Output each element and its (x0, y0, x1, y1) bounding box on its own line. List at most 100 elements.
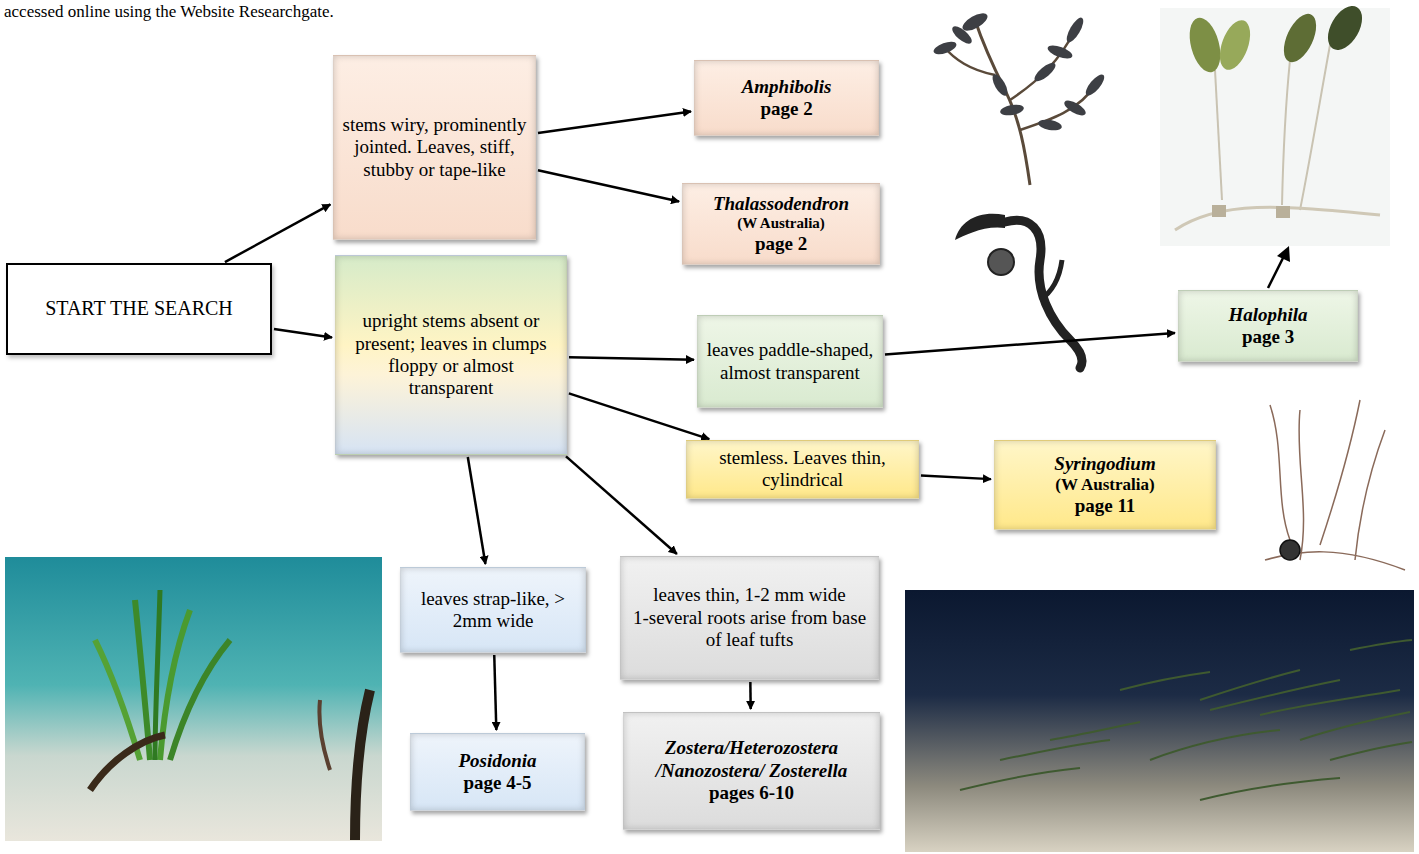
amphibolis-photo (932, 8, 1112, 186)
syringodium-photo (1250, 398, 1412, 586)
grass-blade (1210, 680, 1340, 710)
paddle-leaf (1184, 14, 1226, 75)
flow-arrow (569, 393, 709, 439)
leaf (1037, 118, 1062, 132)
key-box: Syringodium(W Australia)page 11 (994, 440, 1216, 530)
paddle-leaf (1321, 0, 1369, 56)
node-bud (1276, 206, 1290, 218)
box-text: stemless. Leaves thin, cylindrical (695, 447, 910, 492)
key-box: stemless. Leaves thin, cylindrical (686, 440, 919, 499)
box-text: Posidonia (458, 750, 536, 772)
paddle-leaf (1277, 9, 1323, 67)
leaf-stalk (1282, 60, 1290, 205)
dead-leaf (90, 735, 165, 790)
cylindrical-leaf (1355, 430, 1385, 560)
box-text: Zostera/Heterozostera /Nanozostera/ Zost… (632, 737, 871, 782)
posidonia-photo (5, 557, 382, 841)
box-text: page 2 (755, 233, 807, 255)
key-box: stems wiry, prominently jointed. Leaves,… (333, 55, 536, 240)
grass-blade (1120, 672, 1210, 690)
key-box: upright stems absent or present; leaves … (335, 255, 567, 455)
strap-leaf (170, 640, 230, 760)
cylindrical-leaf (1270, 405, 1290, 540)
box-text: leaves paddle-shaped, almost transparent (706, 339, 874, 384)
photo-ground (1250, 398, 1412, 586)
key-box: Halophilapage 3 (1178, 290, 1358, 362)
flow-arrow (538, 111, 691, 133)
photo-ground (905, 590, 1414, 852)
leaf-cluster (932, 10, 1107, 132)
key-box: leaves strap-like, > 2mm wide (400, 567, 586, 653)
leaf (1083, 72, 1107, 98)
key-box: leaves paddle-shaped, almost transparent (697, 315, 883, 408)
grass-blade (1200, 778, 1340, 800)
key-box: Zostera/Heterozostera /Nanozostera/ Zost… (623, 712, 880, 830)
start-box: START THE SEARCH (6, 263, 272, 355)
box-text: leaves thin, 1-2 mm wide (653, 584, 846, 606)
photo-ground (5, 557, 382, 841)
leaf (955, 214, 1005, 240)
grass-blade (960, 768, 1080, 790)
flow-arrow (749, 682, 752, 709)
dead-leaf (319, 700, 330, 770)
plant-stem (1040, 260, 1062, 300)
box-text: page 11 (1075, 495, 1136, 517)
grass-blade (1050, 722, 1140, 740)
flow-arrow (494, 655, 496, 730)
box-text: leaves strap-like, > 2mm wide (409, 588, 577, 633)
leaf-stalk (1215, 70, 1222, 200)
box-text: Halophila (1228, 304, 1307, 326)
strap-leaf (135, 600, 150, 760)
cylindrical-leaf (1320, 400, 1360, 545)
leaf (1064, 15, 1087, 44)
leaf (999, 103, 1024, 117)
seagrass-meadow (960, 640, 1412, 800)
leaf (1062, 98, 1088, 119)
box-text: page 4-5 (463, 772, 531, 794)
leaf (990, 72, 1011, 98)
leaf (1046, 43, 1074, 61)
box-text: page 3 (1242, 326, 1294, 348)
photo-ground (932, 8, 1112, 186)
leaf (932, 39, 958, 57)
box-text: Thalassodendron (713, 193, 849, 215)
box-text: Syringodium (1054, 453, 1155, 475)
flow-arrow (569, 357, 694, 359)
grass-blade (1200, 670, 1300, 700)
pointer-arrow (1268, 256, 1284, 288)
grass-blade (1260, 690, 1400, 715)
flow-arrow (468, 457, 486, 564)
photo-ground (948, 200, 1093, 372)
scale-coin (1280, 540, 1300, 560)
grass-blade (1330, 742, 1412, 760)
flow-arrow (885, 333, 1175, 355)
flow-arrow (566, 456, 677, 554)
box-text: stems wiry, prominently jointed. Leaves,… (342, 114, 527, 181)
grass-blade (1350, 640, 1412, 650)
source-note: accessed online using the Website Resear… (4, 2, 334, 22)
key-box: Thalassodendron(W Australia)page 2 (682, 183, 880, 265)
flow-arrow (538, 170, 679, 201)
leaf (1032, 60, 1058, 84)
box-text: (W Australia) (737, 215, 825, 233)
paddle-leaf (1214, 16, 1256, 74)
key-box: Amphibolispage 2 (694, 60, 879, 136)
grass-blade (1000, 740, 1110, 760)
photo-ground (1160, 8, 1390, 246)
box-text: (W Australia) (1055, 475, 1154, 495)
plant-stem (975, 20, 1030, 185)
flow-arrow (274, 329, 332, 338)
grass-blade (1150, 730, 1280, 760)
key-box: Posidoniapage 4-5 (410, 733, 585, 811)
box-text: 1-several roots arise from base of leaf … (629, 607, 870, 652)
box-text: Amphibolis (742, 76, 832, 98)
grass-blade (1300, 712, 1410, 740)
zostera-photo (905, 590, 1414, 852)
strap-leaf (95, 640, 140, 760)
arrow-head (1277, 246, 1290, 262)
box-text: upright stems absent or present; leaves … (344, 310, 558, 400)
leaf-stalk (1300, 45, 1330, 210)
plant-stem (1010, 30, 1075, 100)
flow-arrow (921, 476, 991, 480)
